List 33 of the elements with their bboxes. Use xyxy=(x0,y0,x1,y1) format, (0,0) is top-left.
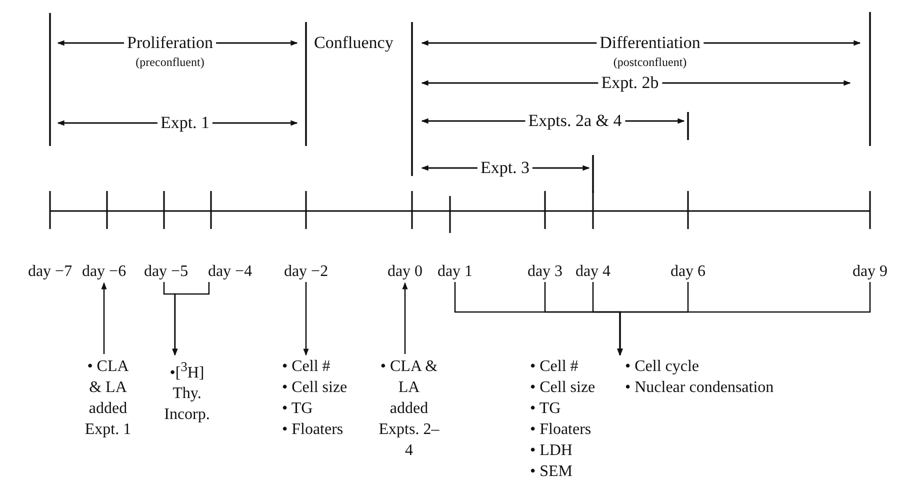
bullet-item: • Floaters xyxy=(282,420,344,440)
bullet-item: • Cell # xyxy=(282,357,330,377)
bullet-item: • Cell size xyxy=(282,378,348,398)
note-text: • CLA & LA added Expts. 2–4 xyxy=(378,356,440,461)
day-label: day 4 xyxy=(574,262,612,282)
day-label: day 3 xyxy=(526,262,564,282)
day-label: day 0 xyxy=(386,262,424,282)
day-label: day −4 xyxy=(206,262,254,282)
bullet-item: • Cell cycle xyxy=(625,357,700,377)
bullet-item: • Floaters xyxy=(530,420,592,440)
bullet-item: • TG xyxy=(530,399,561,419)
bullet-item: • Nuclear condensation xyxy=(625,378,774,398)
day-label: day −7 xyxy=(26,262,74,282)
day-label: day −5 xyxy=(142,262,190,282)
arrow xyxy=(101,282,107,354)
day-label: day 9 xyxy=(851,262,889,282)
arrow xyxy=(303,282,309,356)
arrow xyxy=(617,282,871,356)
day-label: day −6 xyxy=(80,262,128,282)
bullet-item: • SEM xyxy=(530,462,572,482)
note-text: •[$^{3}$H] Thy. Incorp. xyxy=(155,356,219,426)
phase-label: Confluency xyxy=(314,33,394,53)
bullet-item: • Cell # xyxy=(530,357,578,377)
bullet-item: • TG xyxy=(282,399,313,419)
experiment-label: Expt. 2b xyxy=(598,73,662,93)
note-text: • CLA & LA added Expt. 1 xyxy=(80,356,136,440)
arrow xyxy=(172,282,210,356)
day-label: day 1 xyxy=(436,262,474,282)
bullet-item: • Cell size xyxy=(530,378,596,398)
bullet-item: • LDH xyxy=(530,441,572,461)
arrow xyxy=(402,282,408,354)
day-label: day −2 xyxy=(282,262,330,282)
day-label: day 6 xyxy=(669,262,707,282)
